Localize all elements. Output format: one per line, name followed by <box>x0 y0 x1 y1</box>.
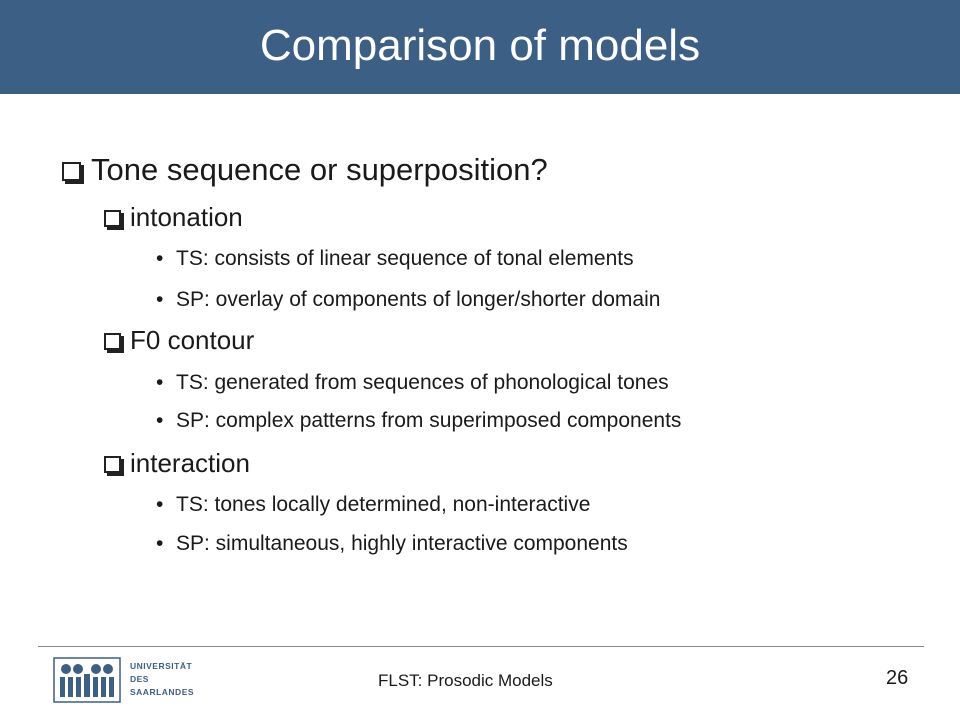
page-number: 26 <box>886 667 909 689</box>
bullet-dot-icon: • <box>156 493 164 516</box>
main-heading: Tone sequence or superposition? <box>62 152 548 188</box>
section-heading-f0-contour: F0 contour <box>104 325 254 355</box>
logo-text-line: UNIVERSITÄT <box>130 661 193 671</box>
bullet-dot-icon: • <box>156 371 164 394</box>
checkbox-bullet-icon <box>104 210 121 227</box>
logo-text-line: SAARLANDES <box>130 687 195 697</box>
bullet-text: TS: tones locally determined, non-intera… <box>176 493 591 516</box>
bullet-dot-icon: • <box>156 532 164 555</box>
checkbox-bullet-icon <box>104 456 121 473</box>
section-heading-intonation: intonation <box>104 202 243 232</box>
section-title: interaction <box>130 448 250 478</box>
logo-text-line: DES <box>130 674 149 684</box>
bullet-text: SP: complex patterns from superimposed c… <box>176 409 682 432</box>
slide-title: Comparison of models <box>259 21 701 70</box>
bullet-item: • TS: generated from sequences of phonolo… <box>156 370 669 396</box>
bullet-item: • SP: complex patterns from superimposed … <box>156 408 681 434</box>
bullet-text: TS: generated from sequences of phonolog… <box>176 371 669 394</box>
checkbox-bullet-icon <box>62 162 81 181</box>
bullet-text: SP: simultaneous, highly interactive com… <box>176 532 628 555</box>
bullet-item: • TS: tones locally determined, non-inter… <box>156 492 590 518</box>
footer-divider <box>38 646 924 647</box>
main-heading-text: Tone sequence or superposition? <box>91 152 548 187</box>
bullet-dot-icon: • <box>156 247 164 270</box>
footer-course-title: FLST: Prosodic Models <box>378 671 553 690</box>
bullet-text: TS: consists of linear sequence of tonal… <box>176 247 634 270</box>
bullet-dot-icon: • <box>156 409 164 432</box>
title-bar: Comparison of models <box>0 0 960 94</box>
section-title: F0 contour <box>130 325 255 355</box>
university-seal-icon <box>53 657 121 703</box>
bullet-item: • TS: consists of linear sequence of tona… <box>156 246 634 272</box>
university-logo: UNIVERSITÄT DES SAARLANDES <box>52 657 194 703</box>
bullet-item: • SP: simultaneous, highly interactive co… <box>156 531 628 557</box>
bullet-item: • SP: overlay of components of longer/sho… <box>156 287 660 313</box>
checkbox-bullet-icon <box>104 333 121 350</box>
bullet-text: SP: overlay of components of longer/shor… <box>176 288 661 311</box>
bullet-dot-icon: • <box>156 288 164 311</box>
section-heading-interaction: interaction <box>104 448 250 478</box>
section-title: intonation <box>130 202 243 232</box>
